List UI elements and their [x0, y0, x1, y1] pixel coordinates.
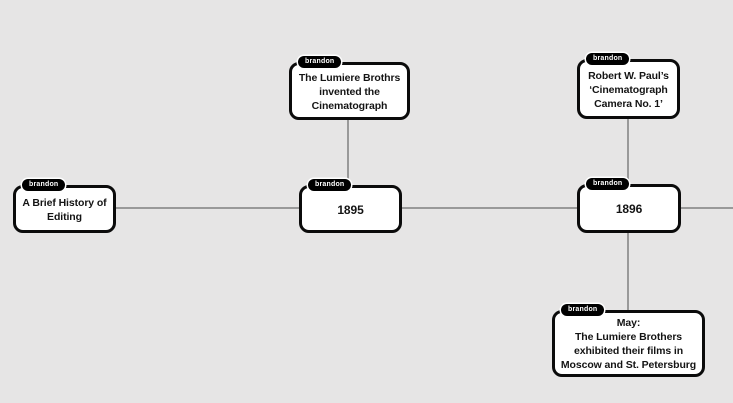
node-text[interactable]: Robert W. Paul’s ‘Cinematograph Camera N… — [588, 69, 669, 110]
node-lumiere-invented[interactable]: brandon The Lumiere Brothrs invented the… — [289, 56, 410, 120]
connector-history-1895 — [116, 207, 299, 209]
node-robert-paul[interactable]: brandon Robert W. Paul’s ‘Cinematograph … — [577, 53, 680, 119]
author-badge: brandon — [586, 178, 630, 190]
author-badge: brandon — [22, 179, 66, 191]
node-may-exhibition[interactable]: brandon May: The Lumiere Brothers exhibi… — [552, 304, 705, 377]
node-text[interactable]: The Lumiere Brothrs invented the Cinemat… — [298, 71, 401, 112]
node-1896[interactable]: brandon 1896 — [577, 178, 681, 233]
node-text[interactable]: May: The Lumiere Brothers exhibited thei… — [560, 317, 697, 371]
node-text[interactable]: 1895 — [337, 202, 364, 217]
connector-lumiere-1895 — [347, 120, 349, 185]
node-1895[interactable]: brandon 1895 — [299, 179, 402, 233]
connector-paul-1896 — [627, 119, 629, 184]
author-badge: brandon — [298, 56, 342, 68]
author-badge: brandon — [561, 304, 605, 316]
connector-1895-1896 — [402, 207, 577, 209]
node-history[interactable]: brandon A Brief History of Editing — [13, 179, 116, 233]
author-badge: brandon — [586, 53, 630, 65]
node-text[interactable]: 1896 — [615, 202, 643, 216]
node-text[interactable]: A Brief History of Editing — [22, 196, 107, 223]
connector-1896-may — [627, 233, 629, 310]
connector-1896-right-edge — [681, 207, 733, 209]
author-badge: brandon — [308, 179, 352, 191]
